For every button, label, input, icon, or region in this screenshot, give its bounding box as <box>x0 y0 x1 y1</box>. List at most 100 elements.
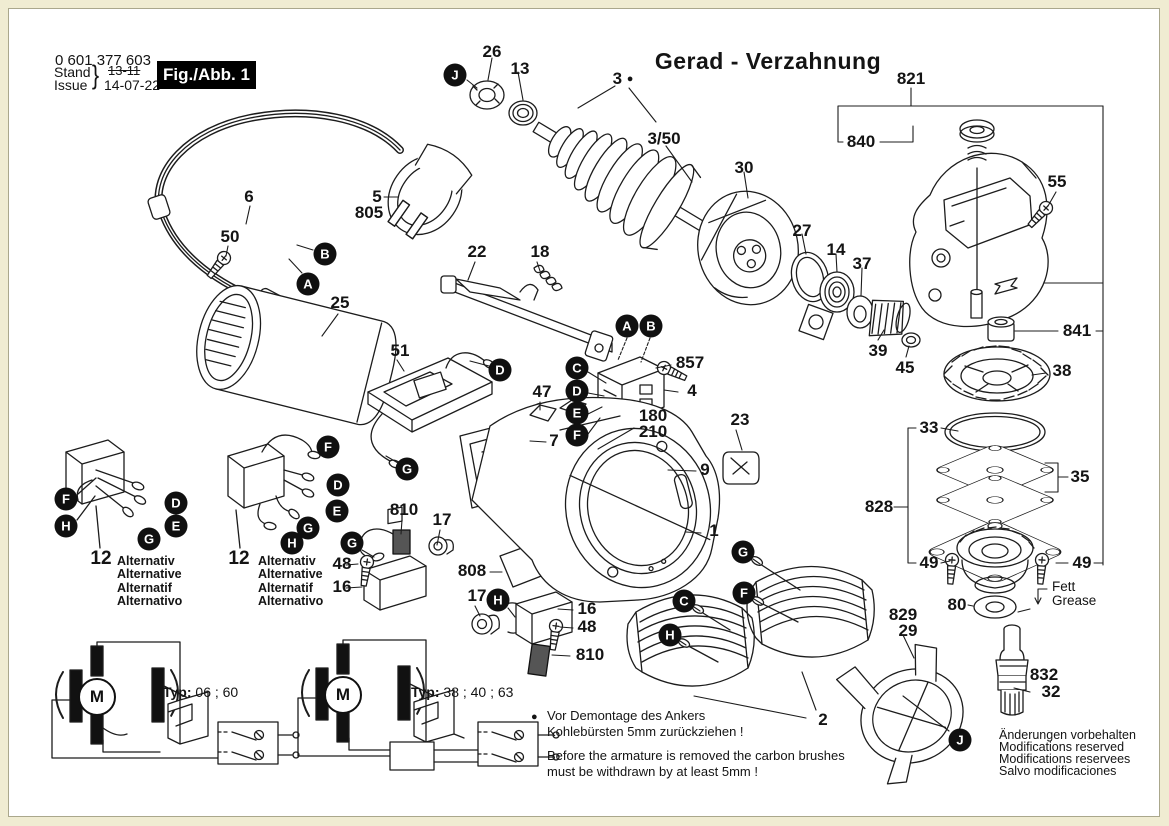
brush-holder-right <box>471 591 573 677</box>
note-en-2: must be withdrawn by at least 5mm ! <box>547 764 758 779</box>
modifications-notice: Änderungen vorbehalten Modifications res… <box>999 729 1136 778</box>
part-label-49-right: 49 <box>1072 553 1092 572</box>
catalog-part-number: 0 601 377 603 <box>55 52 151 69</box>
part-label-808: 808 <box>457 561 487 580</box>
part-label-840: 840 <box>846 132 876 151</box>
note-bullet: ● <box>531 711 538 723</box>
callout-E-conn1: E <box>164 514 188 538</box>
callout-D-wire: D <box>488 358 512 382</box>
bullet-marker: ● <box>626 73 634 85</box>
stand-label: Stand <box>54 64 91 80</box>
part-label-7: 7 <box>549 431 559 450</box>
page-title: Gerad - Verzahnung <box>654 48 882 74</box>
issue-label: Issue <box>54 77 88 93</box>
part-label-32: 32 <box>1041 682 1061 701</box>
part-label-30: 30 <box>734 158 754 177</box>
modifications-en: Modifications reserved <box>999 740 1125 754</box>
note-de-2: Kohlebürsten 5mm zurückziehen ! <box>547 724 744 739</box>
part-label-12-left: 12 <box>90 548 112 569</box>
callout-D-conn2: D <box>326 473 350 497</box>
wiring-diagram-1 <box>51 641 300 765</box>
part-label-18: 18 <box>530 242 550 261</box>
callout-G-conn1: G <box>137 527 161 551</box>
alternativ-es: Alternativo <box>258 593 324 608</box>
part-label-45: 45 <box>895 358 915 377</box>
callout-H-conn2: H <box>280 531 304 555</box>
baffle-cone-drawing <box>835 643 964 785</box>
callout-H-conn1: H <box>54 514 78 538</box>
part-label-829: 829 <box>888 605 918 624</box>
typ-word: Typ: <box>411 684 440 700</box>
alternativ-fr: Alternatif <box>117 580 172 595</box>
field-coil-drawing <box>626 556 875 687</box>
part-label-48-left: 48 <box>332 554 352 573</box>
part-label-810-left: 810 <box>389 500 419 519</box>
alternativ-es: Alternativo <box>117 593 183 608</box>
part-label-4: 4 <box>687 381 697 400</box>
grease-label-de: Fett <box>1052 579 1076 594</box>
callout-G-conn2: G <box>296 516 320 540</box>
figure-number-box: Fig./Abb. 1 <box>157 61 256 89</box>
callout-G-wire: G <box>395 457 419 481</box>
part-label-828: 828 <box>864 497 894 516</box>
part-label-5: 5 <box>372 187 382 206</box>
part-label-33: 33 <box>919 418 939 437</box>
note-de-1: Vor Demontage des Ankers <box>547 708 706 723</box>
part-label-821: 821 <box>896 69 926 88</box>
connector-block-2 <box>227 434 321 549</box>
part-label-37: 37 <box>852 254 872 273</box>
motor-symbol-1: M <box>78 678 116 716</box>
part-label-16-left: 16 <box>332 577 352 596</box>
part-label-14: 14 <box>826 240 846 259</box>
part-label-13: 13 <box>510 59 530 78</box>
gear-flange-stack <box>928 345 1062 716</box>
leader-lines <box>225 57 1104 732</box>
callout-F-conn2: F <box>316 435 340 459</box>
part-label-210: 210 <box>638 422 668 441</box>
part-label-180: 180 <box>638 406 668 425</box>
part-label-3-num: 3 <box>612 69 623 88</box>
part-label-48-right: 48 <box>577 617 597 636</box>
alternativ-de: Alternativ <box>258 554 316 568</box>
issue-date: 14-07-22 <box>104 77 161 93</box>
superseded-date: 13-11 <box>108 63 141 78</box>
callout-C-switch: C <box>565 356 589 380</box>
part-label-50: 50 <box>220 227 240 246</box>
brace-glyph: } <box>91 60 100 90</box>
part-label-39: 39 <box>868 341 888 360</box>
alternativ-en: Alternative <box>117 567 182 582</box>
alternativ-en: Alternative <box>258 567 323 582</box>
part-label-3-50: 3/50 <box>647 129 681 148</box>
part-label-55: 55 <box>1047 172 1067 191</box>
part-label-810-right: 810 <box>575 645 605 664</box>
modifications-es: Salvo modificaciones <box>999 764 1117 778</box>
callout-D-conn1: D <box>164 491 188 515</box>
part-label-857: 857 <box>675 353 705 372</box>
lever-spring-drawing <box>440 264 614 362</box>
typ-label-1: Typ: 06 ; 60 <box>163 684 238 700</box>
part-label-27: 27 <box>792 221 812 240</box>
part-label-26: 26 <box>482 42 502 61</box>
part-label-25: 25 <box>330 293 350 312</box>
part-label-841: 841 <box>1062 321 1092 340</box>
callout-F-conn1: F <box>54 487 78 511</box>
part-label-51: 51 <box>390 341 410 360</box>
alternativ-block-right: Alternativ Alternative Alternatif Altern… <box>258 554 324 608</box>
alternativ-fr: Alternatif <box>258 580 313 595</box>
callout-G-brush-left: G <box>340 531 364 555</box>
callout-D-switch: D <box>565 379 589 403</box>
part-label-29: 29 <box>898 621 918 640</box>
modifications-fr: Modifications reservees <box>999 752 1131 766</box>
callout-A-cord: A <box>296 272 320 296</box>
part-label-3: 3 ● <box>613 70 634 88</box>
motor-housing-drawing <box>459 396 721 603</box>
callout-A-switch: A <box>615 314 639 338</box>
part-label-2: 2 <box>818 710 828 729</box>
part-label-16-right: 16 <box>577 599 597 618</box>
wiring-diagram-2 <box>297 639 560 771</box>
part-label-49-left: 49 <box>919 553 939 572</box>
alternativ-block-left: Alternativ Alternative Alternatif Altern… <box>117 554 183 608</box>
gear-housing-drawing <box>909 119 1056 342</box>
